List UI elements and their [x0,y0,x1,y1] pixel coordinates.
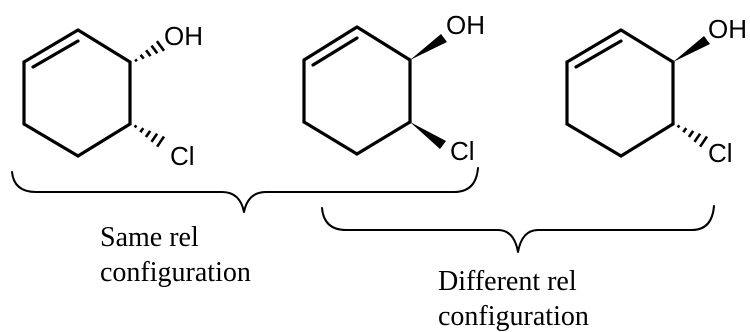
cl-stereo-bond [410,122,446,149]
double-bond-inner [311,36,359,67]
oh-label: OH [446,10,485,40]
ring-bonds [565,28,675,158]
oh-label: OH [708,14,747,44]
oh-label: OH [164,21,203,51]
oh-stereo-bond [673,36,710,62]
cl-label: Cl [170,141,195,171]
oh-stereo-bond [134,40,166,63]
caption-different-line1: Different rel [438,266,577,297]
caption-same: Same rel configuration [100,222,251,288]
double-bond-inner [574,39,623,69]
caption-same-line1: Same rel [100,222,199,253]
comparison-brace-different [321,205,715,253]
oh-stereo-bond [410,34,447,60]
molecule-3: OH Cl [565,14,747,168]
cl-stereo-bond [133,124,166,148]
ring-bonds [22,28,132,158]
molecule-2: OH Cl [302,10,485,166]
comparison-brace-same [11,167,479,213]
caption-same-line2: configuration [100,257,251,288]
caption-different: Different rel configuration [438,266,589,332]
molecule-1: OH Cl [22,21,203,171]
double-bond-inner [31,39,80,69]
cl-label: Cl [708,138,733,168]
cl-stereo-bond [676,124,709,148]
ring-bonds [302,25,412,156]
caption-different-line2: configuration [438,301,589,332]
cl-label: Cl [450,136,475,166]
